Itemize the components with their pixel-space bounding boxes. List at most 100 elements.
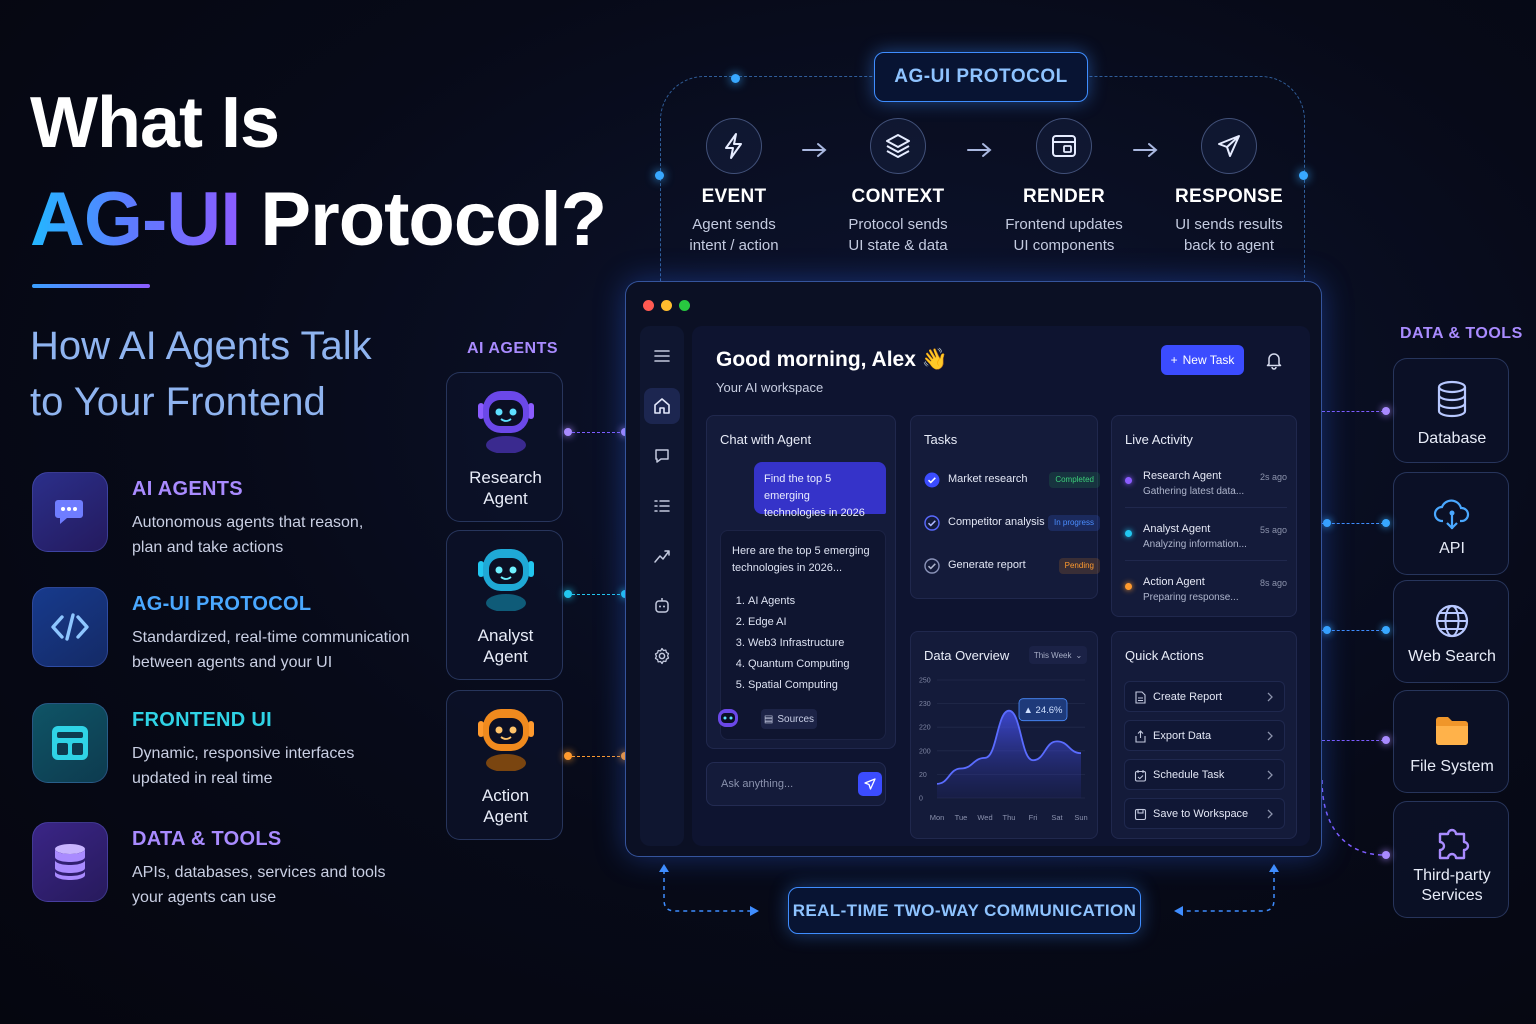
chat-icon [655, 449, 669, 463]
task-label: Generate report [948, 559, 1026, 571]
window-minimize-button[interactable] [661, 300, 672, 311]
subtitle-line2: to Your Frontend [30, 380, 326, 424]
export-data-button[interactable]: Export Data [1124, 720, 1285, 751]
quick-actions-panel: Quick Actions Create Report Export Data … [1111, 631, 1297, 839]
connector-node [1382, 407, 1390, 415]
panel-title: Live Activity [1125, 432, 1193, 447]
send-icon [1201, 118, 1257, 174]
feature-ai-agents: AI AGENTS Autonomous agents that reason,… [32, 472, 432, 558]
list-item: Edge AI [748, 612, 874, 633]
activity-row[interactable]: Research Agent Gathering latest data... … [1125, 468, 1287, 508]
connector-node [1382, 519, 1390, 527]
activity-agent: Research Agent [1143, 470, 1222, 482]
arrow-right-icon [802, 143, 827, 157]
list-item: Web3 Infrastructure [748, 633, 874, 654]
sidebar-item-home[interactable] [644, 388, 680, 424]
sidebar-item-chat[interactable] [644, 438, 680, 474]
x-tick-label: Tue [955, 813, 968, 822]
ask-input[interactable] [706, 762, 886, 806]
sidebar-item-agents[interactable] [644, 588, 680, 624]
x-tick-label: Wed [977, 813, 992, 822]
tool-card-database[interactable]: Database [1393, 358, 1509, 463]
range-select[interactable]: This Week⌄ [1029, 646, 1087, 664]
folder-icon [1436, 717, 1468, 745]
activity-desc: Gathering latest data... [1143, 486, 1245, 497]
calendar-icon [1134, 770, 1147, 782]
layout-icon [32, 703, 108, 783]
chat-bubbles-icon [32, 472, 108, 552]
send-button[interactable] [858, 772, 882, 796]
x-tick-label: Mon [930, 813, 945, 822]
window-maximize-button[interactable] [679, 300, 690, 311]
activity-desc: Analyzing information... [1143, 539, 1247, 550]
tool-name: Web Search [1408, 648, 1496, 665]
tool-card-api[interactable]: API [1393, 472, 1509, 575]
two-way-arrows [659, 864, 1279, 916]
tool-card-file-system[interactable]: File System [1393, 690, 1509, 793]
window-close-button[interactable] [643, 300, 654, 311]
live-activity-panel: Live Activity Research Agent Gathering l… [1111, 415, 1297, 617]
connector-node [1299, 171, 1308, 180]
sidebar-item-settings[interactable] [644, 638, 680, 674]
menu-icon[interactable] [644, 338, 680, 374]
status-dot [1125, 583, 1132, 590]
task-label: Competitor analysis [948, 516, 1045, 528]
subtitle: How AI Agents Talk to Your Frontend [30, 318, 420, 430]
task-row[interactable]: Market research Completed [924, 470, 1100, 492]
feature-ag-ui-protocol: AG-UI PROTOCOL Standardized, real-time c… [32, 587, 432, 673]
tool-name: Database [1417, 430, 1487, 447]
sources-button[interactable]: ▤Sources [761, 709, 817, 729]
headline-line2: AG-UI Protocol? [30, 176, 607, 263]
task-row[interactable]: Generate report Pending [924, 556, 1100, 578]
status-badge: In progress [1047, 515, 1100, 531]
sidebar-item-analytics[interactable] [644, 538, 680, 574]
connector-node [1323, 626, 1331, 634]
activity-row[interactable]: Analyst Agent Analyzing information... 5… [1125, 521, 1287, 561]
connector-line [1322, 411, 1384, 412]
step-name: CONTEXT [851, 186, 945, 207]
connector-line [572, 594, 625, 595]
connector-node [655, 171, 664, 180]
connector-line [1322, 523, 1384, 524]
panel-title: Quick Actions [1125, 648, 1204, 663]
schedule-task-button[interactable]: Schedule Task [1124, 759, 1285, 790]
tool-card-web-search[interactable]: Web Search [1393, 580, 1509, 683]
robot-avatar-icon [718, 709, 738, 727]
tool-name: File System [1410, 758, 1494, 775]
area-fill [937, 710, 1081, 798]
panel-title: Chat with Agent [720, 432, 812, 447]
create-report-button[interactable]: Create Report [1124, 681, 1285, 712]
task-row[interactable]: Competitor analysis In progress [924, 513, 1100, 535]
step-name: RESPONSE [1175, 186, 1283, 207]
connector-node [1382, 736, 1390, 744]
connector-curve [1321, 780, 1385, 856]
sidebar-item-list[interactable] [644, 488, 680, 524]
save-to-workspace-button[interactable]: Save to Workspace [1124, 798, 1285, 829]
activity-row[interactable]: Action Agent Preparing response... 8s ag… [1125, 574, 1287, 614]
chevron-right-icon [1267, 770, 1273, 780]
status-badge: Completed [1049, 472, 1100, 488]
feature-name: AI AGENTS [132, 478, 243, 500]
two-way-communication-label: REAL-TIME TWO-WAY COMMUNICATION [788, 887, 1141, 934]
connector-line [1322, 740, 1384, 741]
new-task-button[interactable]: +New Task [1161, 345, 1244, 375]
feature-desc: Autonomous agents that reason,plan and t… [132, 514, 364, 556]
plus-icon: + [1170, 353, 1178, 367]
area-line [936, 709, 1082, 785]
chevron-right-icon [1267, 731, 1273, 741]
panel-title: Data Overview [924, 648, 1010, 663]
bell-icon[interactable] [1264, 350, 1284, 370]
